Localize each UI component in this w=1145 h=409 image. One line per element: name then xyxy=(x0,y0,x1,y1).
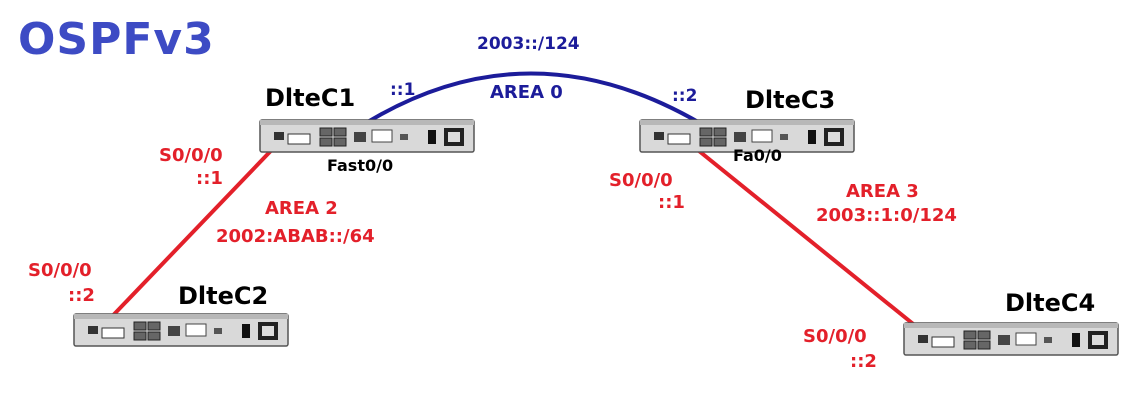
area2-serial-link xyxy=(97,132,289,332)
router-dltec2-icon xyxy=(73,313,289,347)
area3-serial-link xyxy=(676,132,935,342)
dltec3-fast-port-label: Fa0/0 xyxy=(733,146,782,165)
dltec3-serial-port-label: S0/0/0 xyxy=(609,170,673,191)
dltec1-serial-address: ::1 xyxy=(196,168,223,189)
area3-area-label: AREA 3 xyxy=(846,181,919,202)
router-name-dltec3: DlteC3 xyxy=(745,86,836,114)
diagram-title: OSPFv3 xyxy=(18,14,215,65)
area0-dltec3-address: ::2 xyxy=(672,86,698,106)
router-dltec4-icon xyxy=(903,322,1119,356)
dltec1-fast-port-label: Fast0/0 xyxy=(327,156,394,175)
dltec4-serial-port-label: S0/0/0 xyxy=(803,326,867,347)
router-name-dltec2: DlteC2 xyxy=(178,282,269,310)
area0-network-label: 2003::/124 xyxy=(477,34,580,54)
dltec3-serial-address: ::1 xyxy=(658,192,685,213)
dltec1-serial-port-label: S0/0/0 xyxy=(159,145,223,166)
area0-dltec1-address: ::1 xyxy=(390,80,416,100)
area2-network-label: 2002:ABAB::/64 xyxy=(216,226,375,247)
dltec4-serial-address: ::2 xyxy=(850,351,877,372)
router-name-dltec4: DlteC4 xyxy=(1005,289,1096,317)
area2-area-label: AREA 2 xyxy=(265,198,338,219)
area0-area-label: AREA 0 xyxy=(490,82,563,103)
router-name-dltec1: DlteC1 xyxy=(265,84,356,112)
dltec2-serial-address: ::2 xyxy=(68,285,95,306)
dltec2-serial-port-label: S0/0/0 xyxy=(28,260,92,281)
router-dltec1-icon xyxy=(259,119,475,153)
area0-ethernet-link xyxy=(344,71,726,140)
area3-network-label: 2003::1:0/124 xyxy=(816,205,957,226)
